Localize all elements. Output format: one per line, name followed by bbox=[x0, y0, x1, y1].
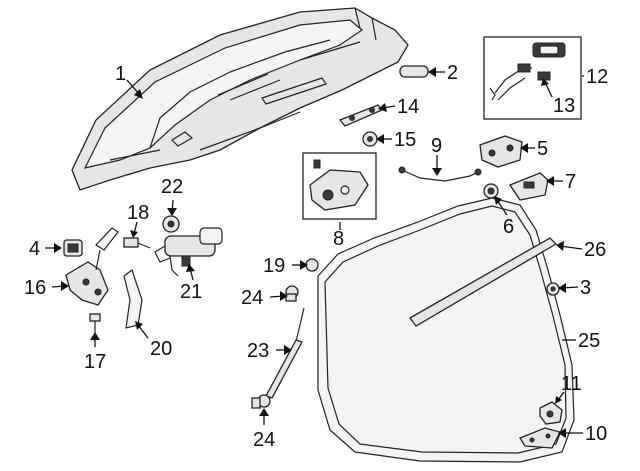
callout-20: 20 bbox=[150, 338, 172, 360]
part-24-ball-stud-lower bbox=[251, 394, 271, 409]
part-17-bolt bbox=[89, 313, 101, 334]
callout-5: 5 bbox=[537, 138, 548, 160]
callout-8: 8 bbox=[333, 228, 344, 250]
part-22-grommet bbox=[162, 215, 180, 233]
part-6-grommet bbox=[483, 183, 499, 199]
callout-25: 25 bbox=[578, 330, 600, 352]
callout-2: 2 bbox=[447, 62, 458, 84]
part-14-bracket bbox=[338, 104, 384, 127]
callout-11: 11 bbox=[561, 373, 582, 395]
part-5-latch bbox=[479, 135, 523, 168]
part-2-pad bbox=[399, 65, 429, 78]
part-4-pad bbox=[63, 239, 83, 257]
part-15-nut bbox=[362, 131, 378, 147]
part-12-box bbox=[483, 36, 582, 120]
part-21-actuator bbox=[154, 227, 223, 277]
callout-7: 7 bbox=[565, 171, 576, 193]
part-25-glass bbox=[317, 197, 575, 463]
part-18-bolt bbox=[123, 237, 151, 249]
part-3-clip bbox=[546, 282, 560, 296]
callout-1: 1 bbox=[115, 63, 126, 85]
callout-6: 6 bbox=[503, 216, 514, 238]
part-20-seal-strip bbox=[123, 269, 143, 329]
part-26-molding bbox=[409, 237, 558, 327]
callout-16: 16 bbox=[24, 277, 46, 299]
callout-18: 18 bbox=[127, 202, 149, 224]
callout-19: 19 bbox=[263, 255, 285, 277]
callout-23: 23 bbox=[247, 340, 269, 362]
callout-9: 9 bbox=[431, 135, 442, 157]
part-10-bracket bbox=[519, 427, 561, 449]
callout-10: 10 bbox=[585, 423, 607, 445]
callout-26: 26 bbox=[584, 239, 606, 261]
callout-17: 17 bbox=[84, 351, 106, 373]
callout-labels: 1 2 3 4 5 6 7 8 9 10 11 12 13 14 15 16 1… bbox=[24, 62, 608, 451]
part-23-gas-strut bbox=[265, 307, 305, 399]
callout-13: 13 bbox=[553, 95, 575, 117]
callout-15: 15 bbox=[394, 129, 416, 151]
callout-3: 3 bbox=[580, 277, 591, 299]
part-7-striker bbox=[509, 172, 549, 201]
callout-4: 4 bbox=[29, 238, 40, 260]
liftgate-panel bbox=[71, 7, 409, 191]
callout-12: 12 bbox=[586, 66, 608, 88]
part-11-nut bbox=[539, 401, 563, 425]
callout-14: 14 bbox=[397, 96, 419, 118]
leader-lines bbox=[45, 67, 584, 438]
callout-21: 21 bbox=[180, 281, 202, 303]
callout-24-upper: 24 bbox=[241, 287, 263, 309]
part-16-hinge bbox=[65, 227, 119, 306]
part-24-ball-stud-upper bbox=[285, 285, 299, 302]
callout-22: 22 bbox=[161, 176, 183, 198]
callout-24-lower: 24 bbox=[253, 429, 275, 451]
part-8-box bbox=[302, 152, 377, 220]
part-9-cable bbox=[398, 166, 482, 182]
